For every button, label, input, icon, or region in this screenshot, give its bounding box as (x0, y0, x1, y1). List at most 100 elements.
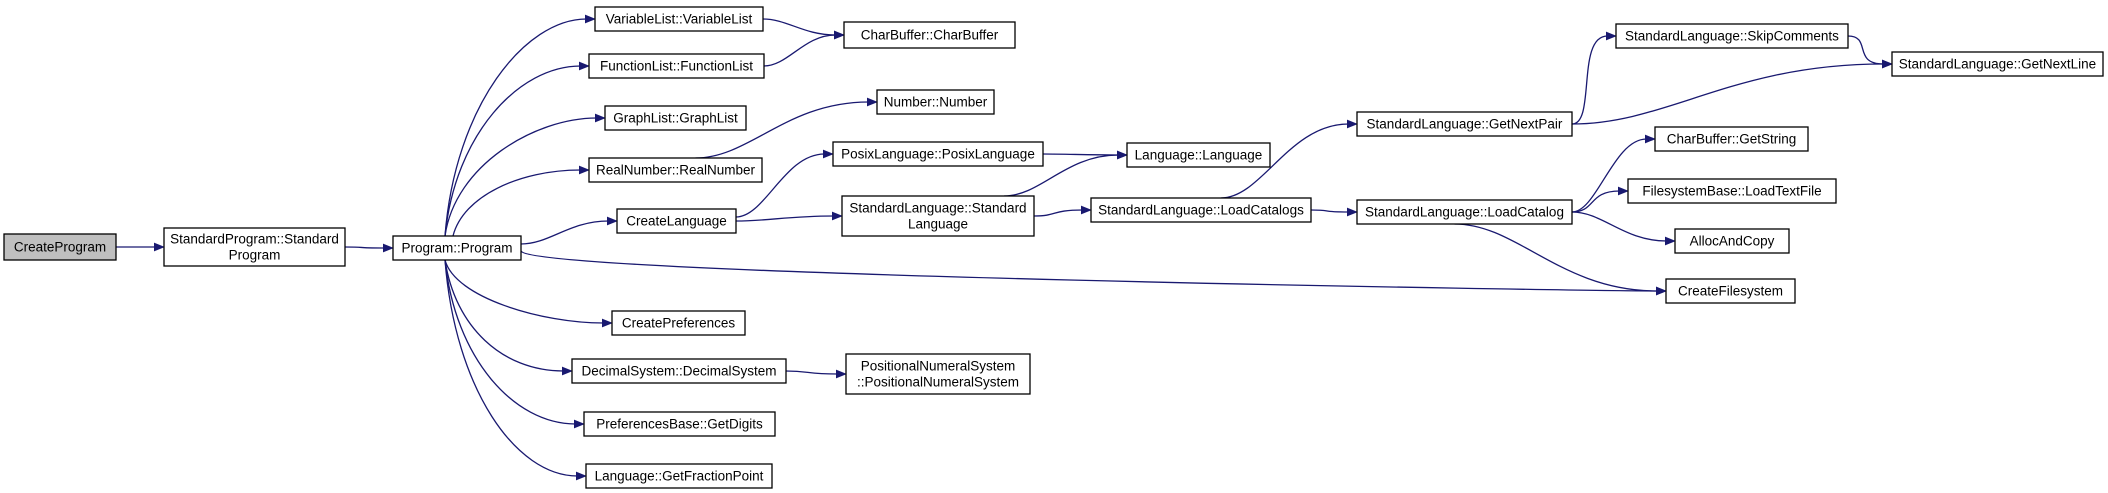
arrowhead-create-language-to-posix-language (823, 149, 834, 159)
edge-function-list-to-char-buffer (763, 34, 836, 67)
node-label-real-number: RealNumber::RealNumber (596, 163, 756, 178)
arrowhead-load-catalog-to-alloc-and-copy (1665, 236, 1676, 246)
node-box-decimal-system (571, 358, 787, 384)
node-label-create-filesystem: CreateFilesystem (1678, 284, 1783, 299)
arrowhead-program-to-graph-list (595, 113, 606, 123)
edge-program-to-graph-list (444, 117, 597, 237)
node-get-string[interactable]: CharBuffer::GetString (1654, 126, 1809, 152)
arrowhead-skip-comments-to-get-next-line (1882, 59, 1893, 69)
edge-create-language-to-standard-language (735, 215, 834, 222)
node-box-create-filesystem (1665, 278, 1796, 304)
node-box-get-next-line (1891, 51, 2104, 77)
edge-standard-language-to-language (1003, 154, 1119, 197)
arrowhead-standard-language-to-load-catalogs (1081, 205, 1092, 215)
node-label-language: Language::Language (1135, 148, 1263, 163)
node-label-standard-language-line-2: Language (908, 217, 968, 232)
edge-program-to-create-filesystem (520, 250, 1658, 292)
node-label-get-next-line: StandardLanguage::GetNextLine (1899, 57, 2096, 72)
node-function-list[interactable]: FunctionList::FunctionList (588, 53, 765, 79)
arrowhead-real-number-to-number (867, 97, 878, 107)
arrowhead-load-catalogs-to-load-catalog (1347, 207, 1358, 217)
node-label-variable-list: VariableList::VariableList (606, 12, 753, 27)
node-variable-list[interactable]: VariableList::VariableList (594, 6, 764, 32)
node-standard-program[interactable]: StandardProgram::StandardProgram (163, 227, 346, 267)
node-label-get-string: CharBuffer::GetString (1667, 132, 1797, 147)
arrowhead-standard-program-to-program (383, 243, 394, 253)
node-language[interactable]: Language::Language (1126, 142, 1271, 168)
node-box-language (1126, 142, 1271, 168)
node-label-char-buffer: CharBuffer::CharBuffer (861, 28, 999, 43)
node-get-next-pair[interactable]: StandardLanguage::GetNextPair (1356, 111, 1573, 137)
node-graph-list[interactable]: GraphList::GraphList (604, 105, 747, 131)
arrowhead-load-catalog-to-get-string (1645, 134, 1656, 144)
node-label-positional-numeral-system-line-1: PositionalNumeralSystem (861, 359, 1016, 374)
edge-program-to-real-number (452, 169, 581, 237)
node-box-char-buffer (843, 21, 1016, 49)
node-label-decimal-system: DecimalSystem::DecimalSystem (581, 364, 776, 379)
node-label-get-fraction-point: Language::GetFractionPoint (595, 469, 764, 484)
edge-create-language-to-posix-language (735, 153, 825, 218)
node-real-number[interactable]: RealNumber::RealNumber (588, 157, 763, 183)
edge-program-to-create-preferences (444, 259, 604, 324)
arrowhead-load-catalog-to-load-text-file (1618, 186, 1629, 196)
arrowhead-program-to-decimal-system (562, 366, 573, 376)
node-box-standard-program (163, 227, 346, 267)
node-box-real-number (588, 157, 763, 183)
node-standard-language[interactable]: StandardLanguage::StandardLanguage (841, 195, 1035, 237)
node-label-standard-language-line-1: StandardLanguage::Standard (849, 201, 1026, 216)
node-char-buffer[interactable]: CharBuffer::CharBuffer (843, 21, 1016, 49)
edge-load-catalogs-to-load-catalog (1310, 209, 1349, 213)
edge-program-to-create-language (520, 220, 609, 245)
node-label-load-catalogs: StandardLanguage::LoadCatalogs (1098, 203, 1304, 218)
node-decimal-system[interactable]: DecimalSystem::DecimalSystem (571, 358, 787, 384)
arrowhead-get-next-pair-to-skip-comments (1606, 31, 1617, 41)
edge-program-to-get-digits (444, 259, 576, 425)
node-label-alloc-and-copy: AllocAndCopy (1690, 234, 1775, 249)
edge-load-catalog-to-create-filesystem (1454, 223, 1658, 292)
node-box-load-catalog (1356, 199, 1573, 225)
node-label-standard-program-line-1: StandardProgram::Standard (170, 232, 339, 247)
node-get-digits[interactable]: PreferencesBase::GetDigits (583, 411, 776, 437)
node-box-skip-comments (1615, 23, 1849, 49)
node-box-graph-list (604, 105, 747, 131)
arrowhead-create-program-to-standard-program (154, 242, 165, 252)
arrowhead-program-to-get-digits (574, 419, 585, 429)
node-load-text-file[interactable]: FilesystemBase::LoadTextFile (1627, 178, 1837, 204)
node-number[interactable]: Number::Number (876, 89, 995, 115)
node-box-get-string (1654, 126, 1809, 152)
node-get-next-line[interactable]: StandardLanguage::GetNextLine (1891, 51, 2104, 77)
node-create-preferences[interactable]: CreatePreferences (611, 310, 746, 336)
arrowhead-load-catalogs-to-get-next-pair (1347, 119, 1358, 129)
edge-load-catalog-to-alloc-and-copy (1571, 211, 1667, 242)
node-alloc-and-copy[interactable]: AllocAndCopy (1674, 228, 1790, 254)
node-label-positional-numeral-system-line-2: ::PositionalNumeralSystem (857, 375, 1019, 390)
edge-load-catalogs-to-get-next-pair (1220, 123, 1349, 199)
node-box-positional-numeral-system (845, 353, 1031, 395)
node-label-get-next-pair: StandardLanguage::GetNextPair (1367, 117, 1563, 132)
node-box-create-program (3, 233, 117, 261)
node-create-program[interactable]: CreateProgram (3, 233, 117, 261)
node-box-function-list (588, 53, 765, 79)
edge-skip-comments-to-get-next-line (1847, 35, 1884, 65)
node-box-get-digits (583, 411, 776, 437)
node-positional-numeral-system[interactable]: PositionalNumeralSystem::PositionalNumer… (845, 353, 1031, 395)
arrowhead-program-to-variable-list (585, 14, 596, 24)
node-get-fraction-point[interactable]: Language::GetFractionPoint (585, 463, 773, 489)
node-skip-comments[interactable]: StandardLanguage::SkipComments (1615, 23, 1849, 49)
arrowhead-program-to-create-language (607, 216, 618, 226)
node-box-load-catalogs (1090, 197, 1312, 223)
node-label-posix-language: PosixLanguage::PosixLanguage (841, 147, 1035, 162)
node-label-number: Number::Number (884, 95, 988, 110)
node-create-filesystem[interactable]: CreateFilesystem (1665, 278, 1796, 304)
node-posix-language[interactable]: PosixLanguage::PosixLanguage (832, 141, 1044, 167)
node-create-language[interactable]: CreateLanguage (616, 208, 737, 234)
node-program[interactable]: Program::Program (392, 235, 522, 261)
node-load-catalogs[interactable]: StandardLanguage::LoadCatalogs (1090, 197, 1312, 223)
edge-layer (116, 14, 1893, 481)
node-label-program: Program::Program (401, 241, 512, 256)
node-load-catalog[interactable]: StandardLanguage::LoadCatalog (1356, 199, 1573, 225)
arrowhead-program-to-function-list (579, 61, 590, 71)
node-label-create-preferences: CreatePreferences (622, 316, 736, 331)
edge-variable-list-to-char-buffer (762, 18, 836, 36)
node-label-load-catalog: StandardLanguage::LoadCatalog (1365, 205, 1564, 220)
